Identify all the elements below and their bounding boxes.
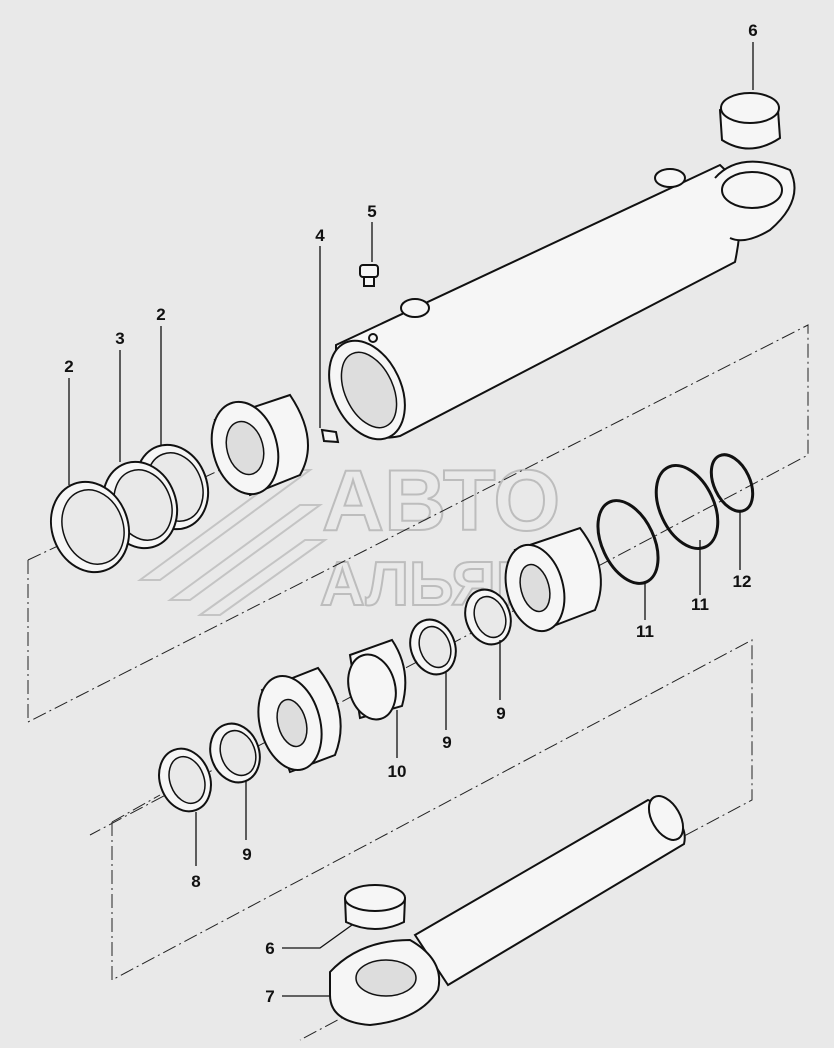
callout-4: 4 — [315, 226, 325, 245]
o-ring-part-11-right — [654, 464, 720, 550]
watermark-line1: АВТО — [322, 453, 560, 549]
callout-leader-lines — [68, 42, 754, 997]
rod-piston — [257, 666, 342, 774]
wiper-ring-part-9-a — [464, 588, 512, 646]
callout-11-right: 11 — [691, 595, 709, 614]
o-ring-part-11-left — [596, 499, 660, 585]
callout-11-left: 11 — [636, 622, 654, 641]
callout-2-right: 2 — [156, 305, 165, 324]
ring-part-8 — [158, 747, 212, 813]
wiper-ring-part-9-b — [409, 618, 457, 676]
callout-9-upper: 9 — [496, 704, 505, 723]
callout-9-lower: 9 — [242, 845, 251, 864]
callout-8: 8 — [191, 872, 200, 891]
callout-3: 3 — [115, 329, 124, 348]
callout-labels: 6 5 4 2 3 2 12 11 11 9 9 10 9 8 6 7 — [64, 21, 757, 1006]
piston-rod-part-7 — [329, 795, 686, 1027]
o-ring-part-12 — [709, 453, 755, 513]
guide-bushing-part-10 — [347, 638, 407, 721]
piston-head — [210, 393, 309, 497]
cylinder-barrel — [328, 160, 796, 441]
callout-10: 10 — [388, 762, 407, 781]
gland-head — [504, 526, 602, 633]
callout-12: 12 — [733, 572, 752, 591]
watermark-logo — [136, 469, 329, 616]
bushing-bottom-part-6 — [343, 884, 407, 930]
pin-part-4 — [320, 428, 340, 444]
callout-5: 5 — [367, 202, 376, 221]
callout-7: 7 — [265, 987, 274, 1006]
callout-2-left: 2 — [64, 357, 73, 376]
bushing-top-part-6 — [718, 92, 782, 150]
callout-6-top: 6 — [748, 21, 757, 40]
seal-ring-part-2-left — [49, 480, 131, 574]
callout-6-bottom: 6 — [265, 939, 274, 958]
callout-9-middle: 9 — [442, 733, 451, 752]
wiper-ring-part-9-c — [209, 722, 261, 784]
plug-part-5 — [359, 264, 379, 287]
